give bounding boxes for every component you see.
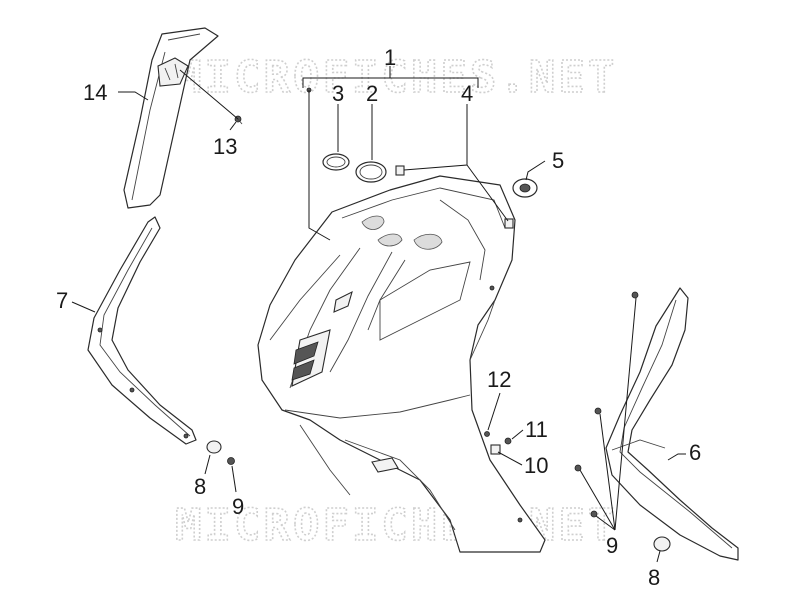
callout-12: 12 bbox=[487, 367, 511, 392]
part-8-cap-left bbox=[206, 440, 222, 454]
part-9-screw-left bbox=[227, 457, 235, 465]
part-10-nut bbox=[490, 444, 501, 455]
callout-2: 2 bbox=[366, 81, 378, 106]
leader-lines bbox=[71, 66, 686, 563]
part-5-grommet bbox=[512, 178, 538, 198]
part-11-screw bbox=[504, 437, 512, 445]
callout-8-left: 8 bbox=[194, 474, 206, 499]
callout-10: 10 bbox=[524, 453, 548, 478]
callout-11: 11 bbox=[525, 417, 548, 442]
part-12-screw bbox=[484, 431, 490, 437]
callout-1: 1 bbox=[384, 45, 396, 70]
callout-9-left: 9 bbox=[232, 494, 244, 519]
part-6-right-trim bbox=[605, 287, 739, 561]
part-9-screws-right bbox=[574, 291, 639, 518]
callout-9-right: 9 bbox=[606, 533, 618, 558]
callout-6: 6 bbox=[689, 440, 701, 465]
part-8-cap-right bbox=[653, 536, 671, 552]
part-3-small-ring bbox=[322, 153, 350, 171]
part-14-top-trim bbox=[123, 27, 219, 209]
callout-4: 4 bbox=[461, 81, 473, 106]
part-1-front-shield bbox=[257, 175, 546, 553]
callout-14: 14 bbox=[83, 80, 107, 105]
callout-8-right: 8 bbox=[648, 565, 660, 590]
part-2-large-ring bbox=[355, 161, 387, 183]
part-4-clip-lower bbox=[504, 218, 514, 229]
part-7-left-trim bbox=[87, 216, 197, 445]
callout-5: 5 bbox=[552, 148, 564, 173]
callout-7: 7 bbox=[56, 288, 68, 313]
callout-13: 13 bbox=[213, 134, 237, 159]
callout-3: 3 bbox=[332, 81, 344, 106]
part-4-clip-upper bbox=[395, 165, 405, 176]
